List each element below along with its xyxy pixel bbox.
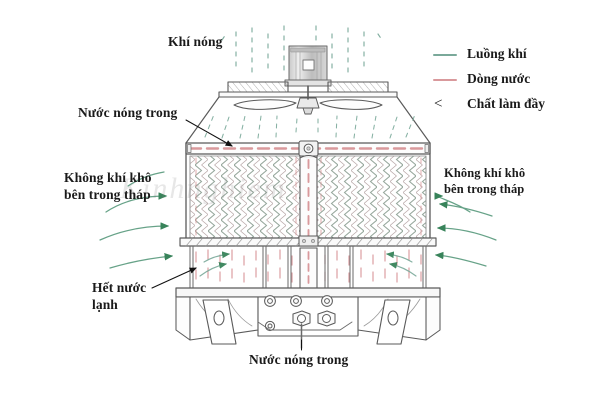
legend-item-fill: < Chất làm đầy xyxy=(432,96,545,112)
fan-blades xyxy=(233,85,383,115)
water-distribution-header xyxy=(185,140,431,157)
legend-item-waterflow: Dòng nước xyxy=(432,71,545,87)
external-airflow-left xyxy=(99,171,174,269)
motor-housing xyxy=(284,45,332,87)
central-water-riser-pipe xyxy=(299,155,318,241)
fill-media-pack xyxy=(189,155,427,239)
air-line-icon xyxy=(432,48,458,61)
label-hot-water-in-bottom: Nước nóng trong xyxy=(249,352,349,367)
cold-water-basin xyxy=(175,287,441,341)
label-hot-air: Khí nóng xyxy=(168,34,223,49)
tower-flared-top xyxy=(185,96,431,144)
external-airflow-right xyxy=(434,192,497,267)
leader-lines xyxy=(151,119,302,351)
chevron-left-icon: < xyxy=(434,95,443,112)
support-legs xyxy=(202,299,411,345)
label-dry-air-left: Không khí khô bên trong tháp xyxy=(64,170,152,202)
legend-label-fill: Chất làm đầy xyxy=(467,96,546,111)
legend-label-airflow: Luồng khí xyxy=(467,46,527,61)
leader-cold-water-out xyxy=(151,267,197,289)
basin-bolts xyxy=(257,295,353,332)
label-cold-water-out: Hết nước lạnh xyxy=(92,280,147,312)
label-hot-water-in-top: Nước nóng trong xyxy=(78,105,178,120)
leader-hot-water-top xyxy=(185,119,233,147)
fill-water-film xyxy=(195,157,422,237)
rain-zone xyxy=(189,245,427,289)
fill-support-deck xyxy=(179,235,437,247)
legend-item-airflow: Luồng khí xyxy=(432,46,545,62)
legend: Luồng khí Dòng nước < Chất làm đầy xyxy=(432,46,545,112)
internal-airflow-top xyxy=(204,111,417,139)
label-dry-air-right: Không khí khô bên trong tháp xyxy=(444,166,526,196)
water-line-icon xyxy=(432,73,458,86)
watermark: Kinhnghiem xyxy=(120,172,287,205)
legend-label-waterflow: Dòng nước xyxy=(467,71,531,86)
